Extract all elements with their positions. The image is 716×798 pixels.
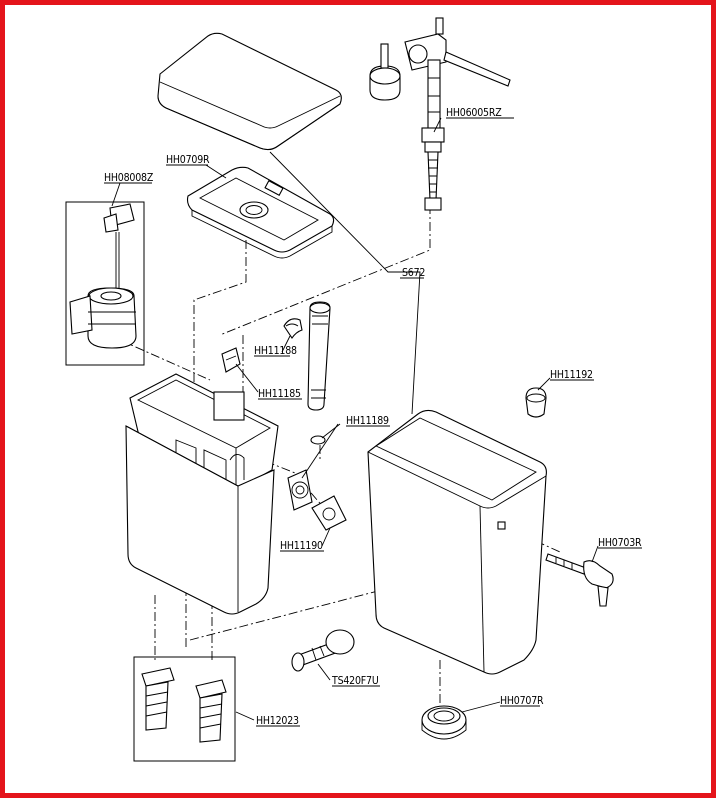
bolt-set-hh12023 <box>133 656 236 762</box>
bracket-hh11185 <box>221 347 241 373</box>
label-hh0707r: HH0707R <box>500 695 544 707</box>
gasket-hh11189 <box>287 469 313 511</box>
seal-ring-hh0707r <box>421 705 467 740</box>
label-hh0703r: HH0703R <box>598 537 642 549</box>
overflow-pipe <box>307 301 331 445</box>
label-hh06005rz: HH06005RZ <box>446 107 502 119</box>
label-s672: S672 <box>402 267 425 279</box>
label-ts420f7u: TS420F7U <box>331 675 379 687</box>
label-hh11189: HH11189 <box>346 415 389 427</box>
handle-hh0703r <box>545 553 614 607</box>
label-hh11190: HH11190 <box>280 540 323 552</box>
label-hh0709r: HH0709R <box>166 154 210 166</box>
leader-lines <box>111 117 599 721</box>
label-hh12023: HH12023 <box>256 715 299 727</box>
label-hh08008z: HH08008Z <box>104 172 154 184</box>
clip-hh11188 <box>283 318 303 339</box>
part-labels: HH06005RZ HH0709R HH08008Z S672 HH11188 … <box>104 107 642 727</box>
plate-hh11190 <box>311 495 347 531</box>
tank-body <box>367 409 547 675</box>
connector-ts420f7u <box>291 629 355 672</box>
label-hh11188: HH11188 <box>254 345 297 357</box>
label-hh11185: HH11185 <box>258 388 301 400</box>
cap-hh11192 <box>525 387 547 418</box>
label-hh11192: HH11192 <box>550 369 593 381</box>
outer-tank <box>125 425 275 615</box>
tank-lid <box>157 32 342 151</box>
flush-mechanism <box>65 201 145 366</box>
inner-tank <box>129 373 279 493</box>
float-valve <box>369 17 511 211</box>
lid-panel <box>186 166 335 259</box>
